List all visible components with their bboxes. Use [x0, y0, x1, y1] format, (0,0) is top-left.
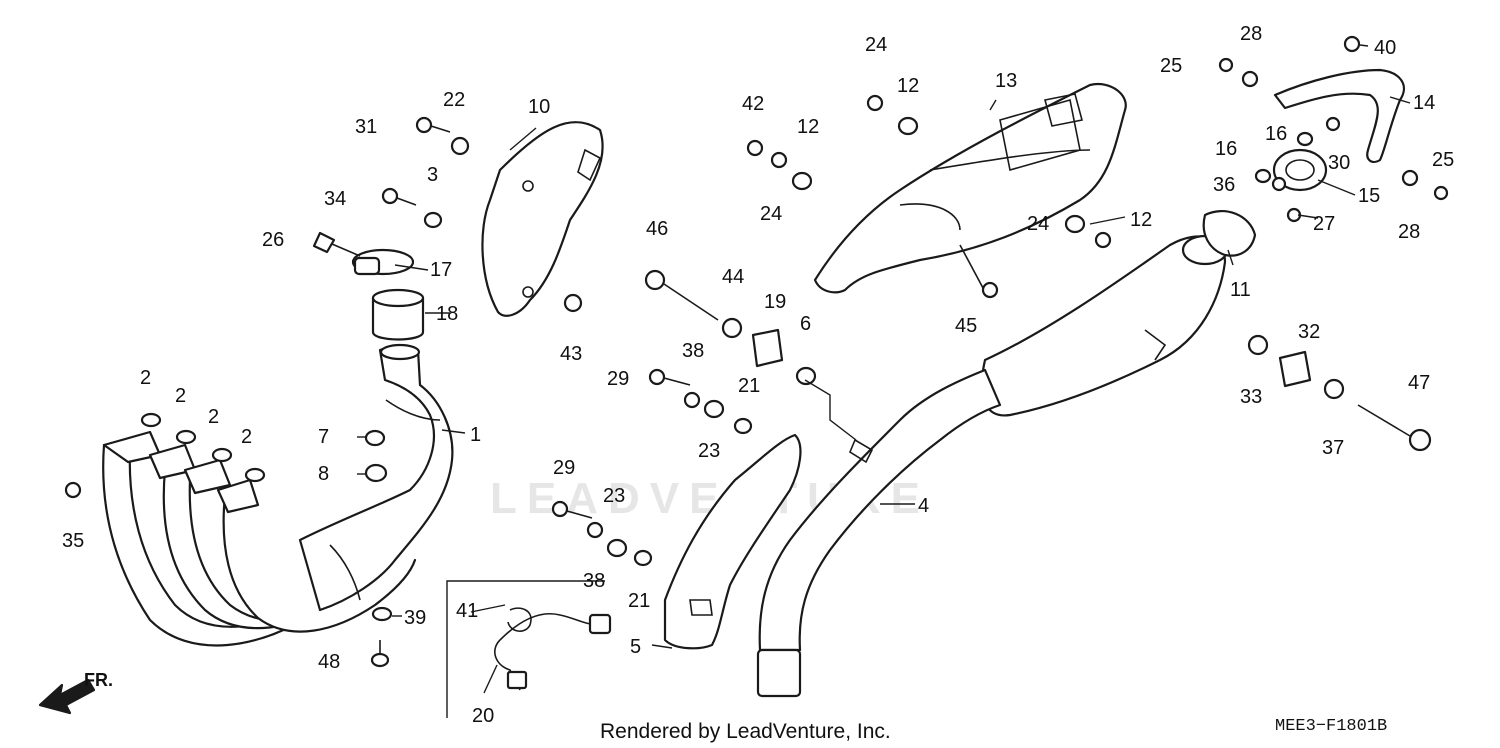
muffler-end-cap-11[interactable] — [1202, 210, 1257, 257]
callout-37: 37 — [1322, 437, 1344, 459]
end-cap-15[interactable] — [1272, 148, 1328, 192]
footer-credit: Rendered by LeadVenture, Inc. — [600, 720, 891, 743]
heat-shield-10[interactable] — [481, 121, 604, 317]
leader-lines — [357, 44, 1411, 694]
callout-21: 21 — [628, 590, 650, 612]
gasket-18[interactable] — [371, 288, 425, 341]
callout-8: 8 — [318, 463, 329, 485]
callout-25: 25 — [1432, 149, 1454, 171]
callout-24: 24 — [865, 34, 887, 56]
callout-7: 7 — [318, 426, 329, 448]
callout-24: 24 — [1027, 213, 1049, 235]
callout-20: 20 — [472, 705, 494, 727]
callout-16: 16 — [1265, 123, 1287, 145]
callout-4: 4 — [918, 495, 929, 517]
callout-40: 40 — [1374, 37, 1396, 59]
callout-2: 2 — [208, 406, 219, 428]
callout-33: 33 — [1240, 386, 1262, 408]
callout-47: 47 — [1408, 372, 1430, 394]
callout-31: 31 — [355, 116, 377, 138]
muffler-bracket-14[interactable] — [1273, 68, 1405, 164]
callout-36: 36 — [1213, 174, 1235, 196]
front-direction-arrow: FR. — [38, 670, 113, 715]
callout-23: 23 — [603, 485, 625, 507]
callout-32: 32 — [1298, 321, 1320, 343]
callout-34: 34 — [324, 188, 346, 210]
callout-12: 12 — [897, 75, 919, 97]
callout-25: 25 — [1160, 55, 1182, 77]
callout-5: 5 — [630, 636, 641, 658]
callout-41: 41 — [456, 600, 478, 622]
callout-29: 29 — [553, 457, 575, 479]
o2-sensor-20[interactable] — [446, 580, 612, 718]
callout-13: 13 — [995, 70, 1017, 92]
muffler-heat-shield-13[interactable] — [813, 82, 1127, 294]
callout-28: 28 — [1398, 221, 1420, 243]
callout-6: 6 — [800, 313, 811, 335]
callout-30: 30 — [1328, 152, 1350, 174]
callout-labels: 1222234567810111212121314151616171819202… — [62, 23, 1454, 727]
exhaust-manifold-assembly[interactable] — [102, 343, 454, 647]
callout-43: 43 — [560, 343, 582, 365]
diagram-code: MEE3−F1801B — [1275, 717, 1387, 736]
callout-44: 44 — [722, 266, 744, 288]
callout-46: 46 — [646, 218, 668, 240]
callout-38: 38 — [682, 340, 704, 362]
callout-18: 18 — [436, 303, 458, 325]
clamp-17[interactable] — [351, 248, 415, 276]
callout-14: 14 — [1413, 92, 1435, 114]
callout-10: 10 — [528, 96, 550, 118]
callout-45: 45 — [955, 315, 977, 337]
callout-2: 2 — [241, 426, 252, 448]
callout-28: 28 — [1240, 23, 1262, 45]
callout-38: 38 — [583, 570, 605, 592]
callout-17: 17 — [430, 259, 452, 281]
callout-29: 29 — [607, 368, 629, 390]
callout-2: 2 — [140, 367, 151, 389]
callout-15: 15 — [1358, 185, 1380, 207]
callout-12: 12 — [797, 116, 819, 138]
callout-48: 48 — [318, 651, 340, 673]
callout-12: 12 — [1130, 209, 1152, 231]
callout-27: 27 — [1313, 213, 1335, 235]
callout-35: 35 — [62, 530, 84, 552]
callout-19: 19 — [764, 291, 786, 313]
callout-42: 42 — [742, 93, 764, 115]
front-direction-label: FR. — [84, 670, 113, 690]
callout-23: 23 — [698, 440, 720, 462]
callout-21: 21 — [738, 375, 760, 397]
callout-16: 16 — [1215, 138, 1237, 160]
heat-shield-5[interactable] — [663, 433, 802, 650]
fasteners[interactable] — [64, 35, 1449, 668]
callout-24: 24 — [760, 203, 782, 225]
callout-26: 26 — [262, 229, 284, 251]
callout-2: 2 — [175, 385, 186, 407]
callout-1: 1 — [470, 424, 481, 446]
callout-22: 22 — [443, 89, 465, 111]
muffler-4[interactable] — [756, 234, 1229, 698]
callout-3: 3 — [427, 164, 438, 186]
callout-11: 11 — [1230, 279, 1251, 301]
callout-39: 39 — [404, 607, 426, 629]
